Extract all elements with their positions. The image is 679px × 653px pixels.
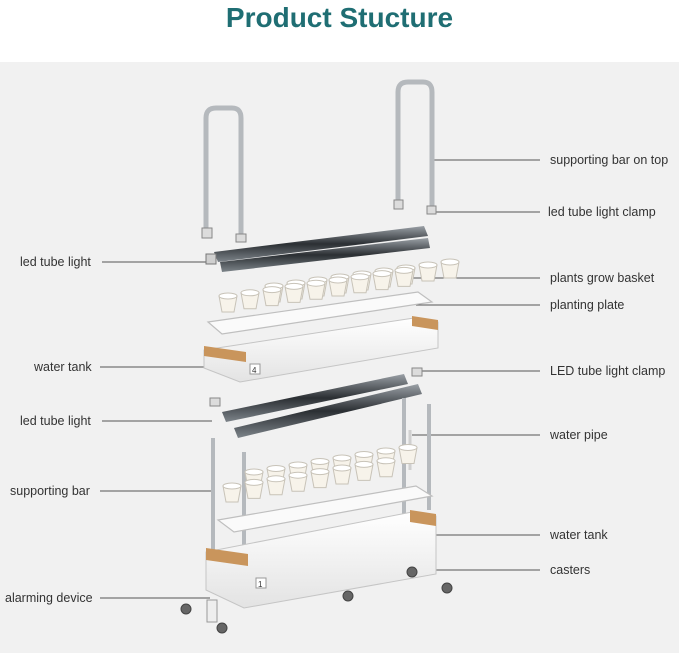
label-led-tube-light-clamp-upper-case: LED tube light clamp	[550, 364, 666, 378]
grow-basket-rim	[244, 468, 264, 476]
grow-basket-rim	[332, 454, 352, 462]
grow-basket-rim	[376, 447, 396, 455]
label-water-tank-upper: water tank	[34, 360, 92, 374]
label-led-tube-light-lower: led tube light	[20, 414, 91, 428]
grow-basket-rim	[222, 482, 242, 490]
upper-planting-plate	[206, 291, 434, 335]
grow-basket-rim	[266, 465, 286, 472]
tank-number-upper: 4	[252, 366, 257, 375]
label-led-tube-light-clamp: led tube light clamp	[548, 205, 656, 219]
label-led-tube-light-upper: led tube light	[20, 255, 91, 269]
label-casters: casters	[550, 563, 591, 577]
label-planting-plate: planting plate	[550, 298, 625, 312]
grow-basket-rim	[376, 457, 396, 465]
grow-basket-rim	[328, 276, 348, 284]
grow-basket-rim	[310, 468, 330, 476]
label-supporting-bar: supporting bar	[10, 484, 90, 498]
label-water-pipe: water pipe	[550, 428, 608, 442]
grow-basket-rim	[284, 282, 304, 290]
label-water-tank-lower: water tank	[550, 528, 608, 542]
lower-water-tank: 1	[205, 510, 437, 609]
top-bar-clamps	[201, 199, 437, 243]
grow-basket-rim	[418, 261, 438, 269]
grow-basket-rim	[240, 289, 260, 297]
grow-basket-rim	[354, 460, 374, 468]
label-supporting-bar-on-top: supporting bar on top	[550, 153, 669, 167]
label-plants-grow-basket: plants grow basket	[550, 271, 655, 285]
upper-grow-baskets	[218, 258, 460, 313]
title-bar: Product Stucture	[0, 0, 679, 62]
grow-basket-rim	[306, 279, 326, 287]
grow-basket-rim	[262, 286, 282, 294]
lower-grow-baskets	[222, 444, 418, 503]
top-supporting-bars	[203, 79, 435, 241]
grow-basket-rim	[288, 461, 308, 469]
tank-number-lower: 1	[258, 580, 263, 589]
lower-planting-plate	[216, 485, 434, 533]
grow-basket-rim	[350, 273, 370, 281]
grow-basket-rim	[398, 444, 418, 451]
casters	[180, 566, 453, 634]
grow-basket-rim	[440, 258, 460, 266]
grow-basket-rim	[288, 471, 308, 479]
grow-basket-rim	[372, 270, 392, 278]
grow-basket-rim	[244, 478, 264, 486]
page-title: Product Stucture	[225, 2, 454, 33]
grow-basket-rim	[266, 475, 286, 483]
upper-water-tank: 4	[203, 316, 439, 383]
alarming-device	[206, 599, 218, 623]
label-alarming-device: alarming device	[5, 591, 93, 605]
upper-led-tubes	[205, 226, 430, 272]
grow-basket-rim	[218, 292, 238, 300]
leader-lines	[100, 159, 540, 599]
grow-basket-rim	[394, 266, 414, 274]
grow-basket-rim	[310, 458, 330, 465]
lower-led-tubes	[209, 367, 423, 438]
grow-basket-rim	[354, 451, 374, 458]
grow-basket-rim	[332, 464, 352, 472]
